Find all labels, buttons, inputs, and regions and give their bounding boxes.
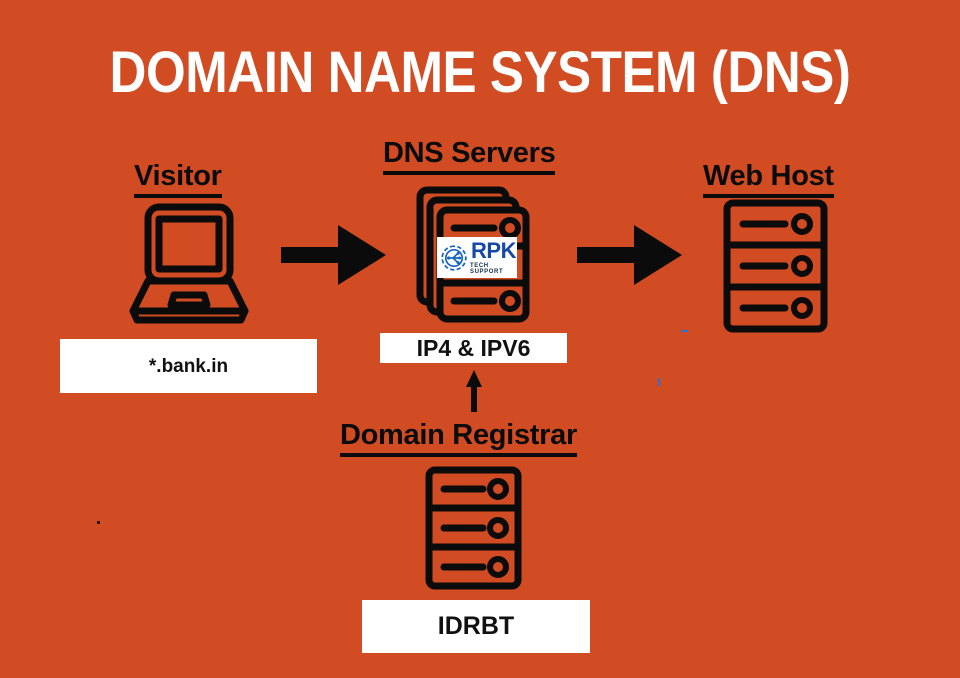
artifact-dot (97, 521, 100, 524)
artifact-mark (681, 330, 688, 332)
page-title: DOMAIN NAME SYSTEM (DNS) (109, 40, 851, 105)
rpk-logo: RPK TECH SUPPORT (437, 237, 517, 278)
arrow-head (634, 225, 682, 285)
arrow-visitor-to-dns (281, 220, 386, 290)
laptop-icon (127, 203, 251, 325)
registrar-server-rack-icon (425, 466, 522, 590)
arrow-shaft (471, 384, 477, 412)
dns-ip-version-box: IP4 & IPV6 (380, 333, 567, 363)
arrow-head (338, 225, 386, 285)
arrow-dns-to-webhost (577, 220, 682, 290)
domain-registrar-caption: Domain Registrar (340, 421, 577, 457)
arrow-registrar-to-dns (466, 370, 482, 412)
web-host-server-rack-icon (723, 199, 828, 333)
web-host-caption: Web Host (703, 162, 834, 198)
arrow-shaft (577, 247, 639, 263)
registrar-name-box: IDRBT (362, 600, 590, 653)
rpk-logo-tagline: TECH SUPPORT (470, 263, 504, 275)
rpk-logo-name: RPK (471, 238, 516, 263)
arrow-shaft (281, 247, 343, 263)
visitor-domain-box: *.bank.in (60, 339, 317, 393)
artifact-mark (658, 378, 660, 386)
dns-servers-caption: DNS Servers (383, 139, 556, 175)
rpk-logo-text: RPK TECH SUPPORT (470, 238, 517, 276)
arrow-head (466, 370, 482, 387)
visitor-caption: Visitor (134, 162, 222, 198)
gear-circuit-icon (439, 243, 469, 273)
